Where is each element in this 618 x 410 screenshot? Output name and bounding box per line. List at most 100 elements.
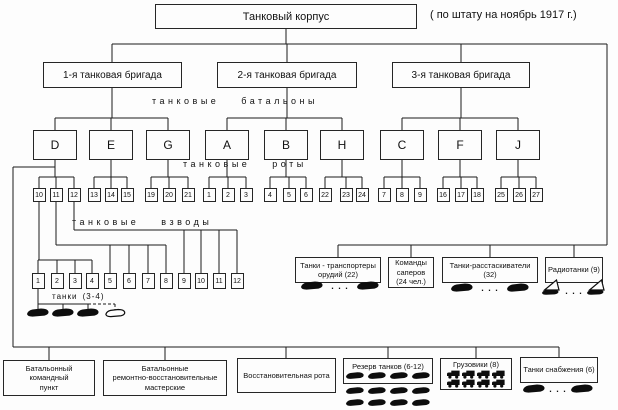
platoon-box: 10 bbox=[194, 273, 208, 289]
battalion-box: H bbox=[320, 130, 364, 160]
tank-icon bbox=[411, 386, 431, 395]
truck-icon bbox=[477, 370, 490, 379]
truck-icon bbox=[462, 370, 475, 379]
truck-icon bbox=[447, 379, 460, 388]
tank-row bbox=[345, 386, 431, 395]
platoon-box: 8 bbox=[159, 273, 173, 289]
brigade-box: 3-я танковая бригада bbox=[392, 62, 530, 88]
company-box: 8 bbox=[395, 188, 409, 202]
platoon-box: 4 bbox=[85, 273, 99, 289]
company-box: 23 bbox=[339, 188, 353, 202]
tank-row bbox=[345, 398, 431, 407]
tank-icon bbox=[389, 398, 409, 407]
section-label-platoons: танковые взводы bbox=[72, 217, 213, 227]
battalion-unit-box: Резерв танков (6-12) bbox=[343, 358, 433, 384]
company-box: 6 bbox=[299, 188, 313, 202]
company-box: 17 bbox=[454, 188, 468, 202]
truck-icon bbox=[492, 370, 505, 379]
section-label-tanks: танки (3-4) bbox=[52, 292, 105, 301]
platoon-box: 5 bbox=[103, 273, 117, 289]
label-line: Восстановительная рота bbox=[243, 370, 330, 380]
tank-outline-icon bbox=[105, 308, 126, 318]
battalion-box: B bbox=[264, 130, 308, 160]
company-box: 21 bbox=[181, 188, 195, 202]
platoon-box: 1 bbox=[31, 273, 45, 289]
tank-icon bbox=[450, 282, 474, 293]
tank-icon bbox=[345, 386, 365, 395]
truck-icon bbox=[447, 370, 460, 379]
label-line: Радиотанки (9) bbox=[548, 265, 600, 275]
platoon-tank bbox=[26, 307, 50, 318]
battalion-box: C bbox=[380, 130, 424, 160]
tank-icon bbox=[345, 398, 365, 407]
platoon-box: 6 bbox=[122, 273, 136, 289]
company-box: 9 bbox=[413, 188, 427, 202]
platoon-box: 3 bbox=[68, 273, 82, 289]
support-unit-box: Радиотанки (9) bbox=[545, 257, 603, 283]
radio-tanks-row: . . . bbox=[541, 279, 607, 296]
corps-box: Танковый корпус bbox=[155, 4, 417, 29]
label-line: саперов bbox=[396, 267, 426, 277]
platoon-box: 11 bbox=[212, 273, 226, 289]
company-box: 2 bbox=[221, 188, 235, 202]
tank-icon bbox=[26, 307, 50, 318]
platoon-box: 9 bbox=[177, 273, 191, 289]
tank-icon bbox=[506, 282, 530, 293]
company-box: 11 bbox=[49, 188, 63, 202]
ellipsis-dots: . . . bbox=[331, 281, 349, 291]
brigade-box: 2-я танковая бригада bbox=[217, 62, 357, 88]
company-box: 10 bbox=[32, 188, 46, 202]
battalion-box: G bbox=[146, 130, 190, 160]
company-box: 12 bbox=[67, 188, 81, 202]
company-box: 26 bbox=[512, 188, 526, 202]
wire-pulling-tanks-row: . . . bbox=[450, 282, 530, 293]
truck-icon bbox=[477, 379, 490, 388]
company-box: 7 bbox=[377, 188, 391, 202]
tank-icon bbox=[522, 383, 546, 394]
label-line: ремонтно-восстановительные bbox=[112, 373, 218, 383]
staff-note: ( по штату на ноябрь 1917 г.) bbox=[430, 9, 577, 21]
battalion-unit-box: Танки снабжения (6) bbox=[520, 357, 598, 383]
label-line: командный bbox=[29, 373, 69, 383]
battalion-box: D bbox=[33, 130, 77, 160]
radio-tank-icon bbox=[541, 279, 562, 296]
battalion-box: F bbox=[438, 130, 482, 160]
label-line: мастерские bbox=[144, 382, 186, 392]
gun-carrier-tanks-row: . . . bbox=[300, 280, 380, 291]
company-box: 5 bbox=[282, 188, 296, 202]
platoon-tank bbox=[76, 307, 100, 318]
company-box: 14 bbox=[104, 188, 118, 202]
company-box: 27 bbox=[529, 188, 543, 202]
label-line: Грузовики (8) bbox=[453, 360, 499, 370]
tank-icon bbox=[356, 280, 380, 291]
battalion-unit-box: Восстановительная рота bbox=[237, 358, 336, 393]
tank-icon bbox=[300, 280, 324, 291]
label-line: пункт bbox=[39, 382, 59, 392]
truck-icon bbox=[492, 379, 505, 388]
tank-icon bbox=[389, 371, 409, 380]
tank-icon bbox=[345, 371, 365, 380]
truck-row bbox=[447, 370, 505, 379]
label-line: Резерв танков (6-12) bbox=[352, 361, 424, 371]
platoon-box: 2 bbox=[50, 273, 64, 289]
battalion-box: J bbox=[496, 130, 540, 160]
supply-tanks-row: . . . bbox=[522, 383, 594, 394]
company-box: 20 bbox=[162, 188, 176, 202]
company-box: 3 bbox=[239, 188, 253, 202]
label-line: (24 чел.) bbox=[396, 277, 426, 287]
tank-icon bbox=[411, 398, 431, 407]
battalion-unit-box: Грузовики (8) bbox=[440, 358, 512, 390]
support-unit-box: Танки-расстаскиватели(32) bbox=[442, 257, 538, 283]
label-line: Танки - транспортеры bbox=[300, 260, 376, 270]
ellipsis-dots: . . . bbox=[565, 286, 583, 296]
ellipsis-dots: . . . bbox=[549, 384, 567, 394]
company-box: 4 bbox=[263, 188, 277, 202]
battalion-box: E bbox=[89, 130, 133, 160]
label-line: Команды bbox=[395, 258, 427, 268]
company-box: 16 bbox=[436, 188, 450, 202]
